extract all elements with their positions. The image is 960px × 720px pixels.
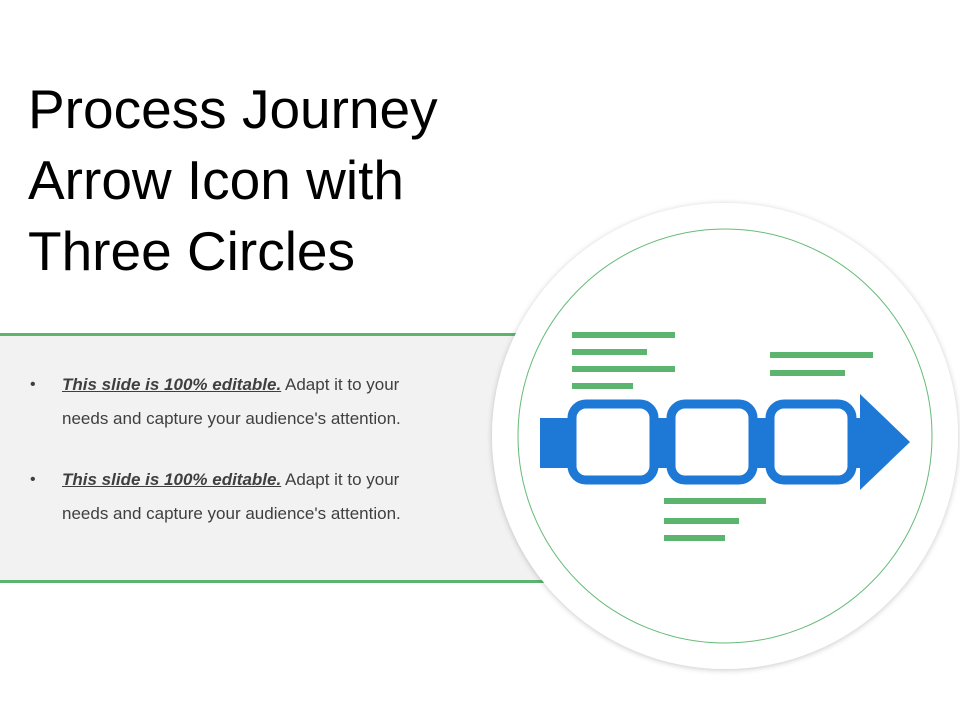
text-lines-bottom	[664, 498, 766, 541]
inner-ring	[517, 228, 933, 644]
bullet-dot-icon: •	[30, 376, 36, 393]
bullet-emphasis: This slide is 100% editable.	[62, 470, 282, 489]
bullet-text-line2: needs and capture your audience's attent…	[62, 409, 401, 428]
text-lines-top-left	[572, 332, 675, 389]
bullet-text: Adapt it to your	[281, 470, 400, 489]
bullet-text-line2: needs and capture your audience's attent…	[62, 504, 401, 523]
bullet-text: Adapt it to your	[281, 375, 400, 394]
process-step-3	[765, 399, 857, 485]
bullet-item: • This slide is 100% editable. Adapt it …	[30, 463, 450, 531]
process-step-1	[567, 399, 659, 485]
title-line-3: Three Circles	[28, 220, 356, 282]
bullet-list: • This slide is 100% editable. Adapt it …	[30, 368, 450, 558]
bullet-emphasis: This slide is 100% editable.	[62, 375, 282, 394]
bullet-dot-icon: •	[30, 471, 36, 488]
title-line-2: Arrow Icon with	[28, 149, 404, 211]
text-lines-top-right	[770, 352, 873, 376]
process-step-2	[666, 399, 758, 485]
process-arrow-icon	[540, 394, 910, 490]
title-line-1: Process Journey	[28, 78, 438, 140]
bullet-item: • This slide is 100% editable. Adapt it …	[30, 368, 450, 436]
slide-title: Process Journey Arrow Icon with Three Ci…	[28, 74, 498, 287]
process-graphic	[492, 203, 958, 669]
